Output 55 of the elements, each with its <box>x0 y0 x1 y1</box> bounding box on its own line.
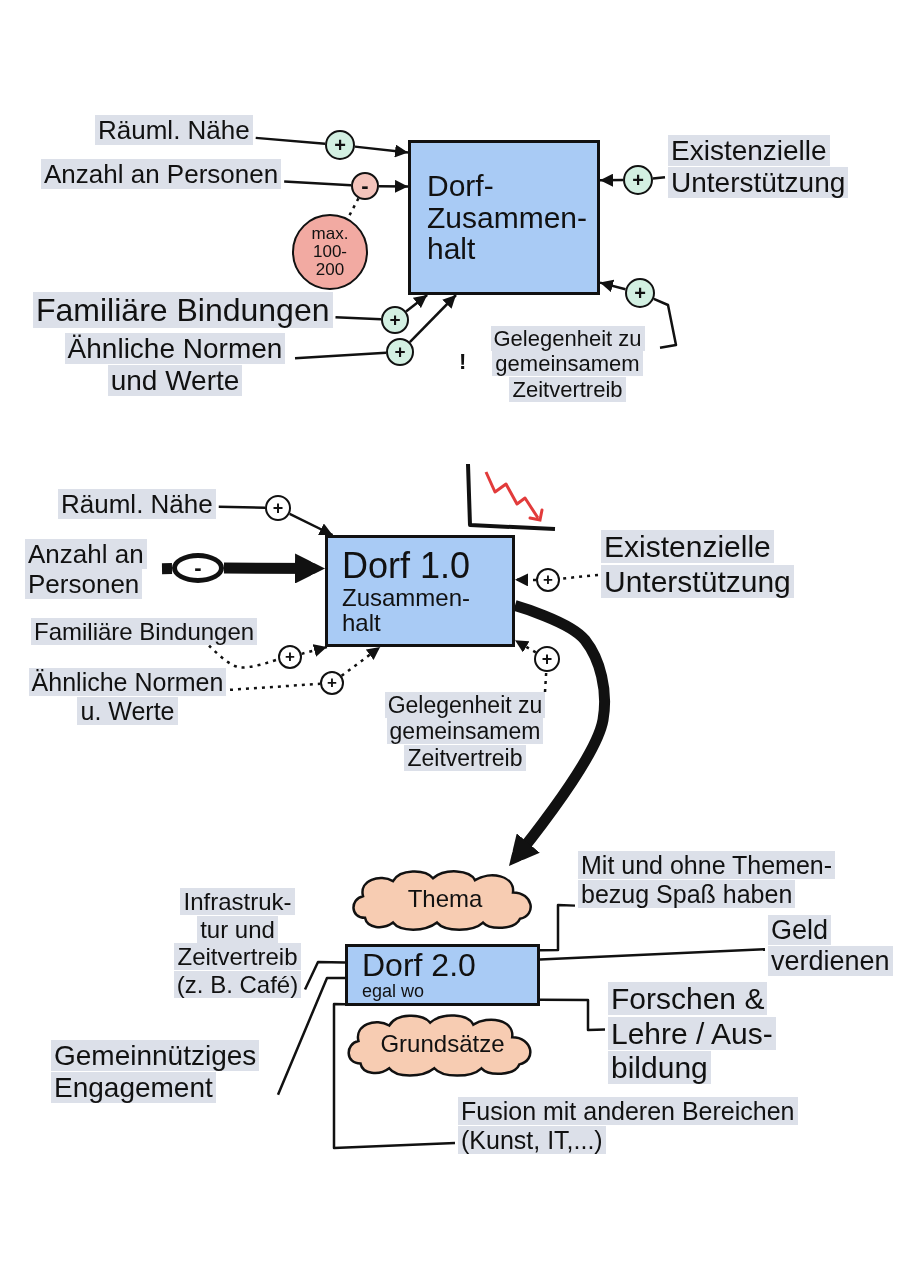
arrow <box>379 179 408 193</box>
sign-circle: + <box>534 646 560 672</box>
concept-box: Dorf- Zusammen- halt <box>408 140 600 295</box>
factor-label: Geld verdienen <box>765 915 895 978</box>
dotted-arrow <box>515 573 536 587</box>
sign-circle: + <box>386 338 414 366</box>
arrow <box>408 294 457 343</box>
sign-circle: + <box>278 645 302 669</box>
thick-line <box>161 562 173 575</box>
connector-line <box>332 1002 456 1150</box>
arrow <box>289 512 334 537</box>
box-subtitle: Zusammen- halt <box>342 584 472 636</box>
arrow <box>599 279 626 293</box>
emphasis-mark: ! <box>459 349 467 375</box>
arrow <box>600 173 623 187</box>
connector-line <box>303 960 346 991</box>
sign-circle: + <box>536 568 560 592</box>
concept-box <box>345 944 540 1006</box>
box-title: Dorf 2.0 <box>362 948 477 983</box>
sign-circle: + <box>325 130 355 160</box>
factor-label: Familiäre Bindungen <box>30 292 336 329</box>
factor-label: Räuml. Nähe <box>55 490 219 520</box>
factor-label: Räuml. Nähe <box>92 116 256 146</box>
dotted-line <box>543 671 548 693</box>
note-circle: max. 100- 200 <box>292 214 368 290</box>
connector-line <box>255 136 326 145</box>
connector-line <box>218 505 266 509</box>
sign-circle: + <box>320 671 344 695</box>
sign-circle: + <box>265 495 291 521</box>
arrow <box>354 144 409 158</box>
dotted-line <box>208 644 279 669</box>
concept-box <box>325 535 515 647</box>
connector-line <box>540 903 576 952</box>
sign-oval: - <box>172 553 224 583</box>
connector-line <box>284 180 352 187</box>
connector-line <box>540 998 606 1032</box>
dotted-arrow <box>301 644 328 657</box>
sign-circle: - <box>351 172 379 200</box>
connector-line <box>335 316 382 321</box>
connector-line <box>539 947 766 961</box>
dotted-line <box>229 682 321 692</box>
sign-circle: + <box>623 165 653 195</box>
dotted-line <box>346 197 360 219</box>
box-subtitle: egal wo <box>362 982 426 1002</box>
sign-circle: + <box>625 278 655 308</box>
arrow <box>405 294 428 313</box>
connector-line <box>653 297 678 350</box>
dotted-arrow <box>514 639 537 654</box>
connector-line <box>276 976 345 1096</box>
connector-line <box>652 176 666 180</box>
dotted-arrow <box>340 646 381 677</box>
sign-circle: + <box>381 306 409 334</box>
thick-arrow <box>223 553 325 584</box>
connector-line <box>294 351 387 360</box>
box-title: Dorf 1.0 <box>342 546 472 585</box>
